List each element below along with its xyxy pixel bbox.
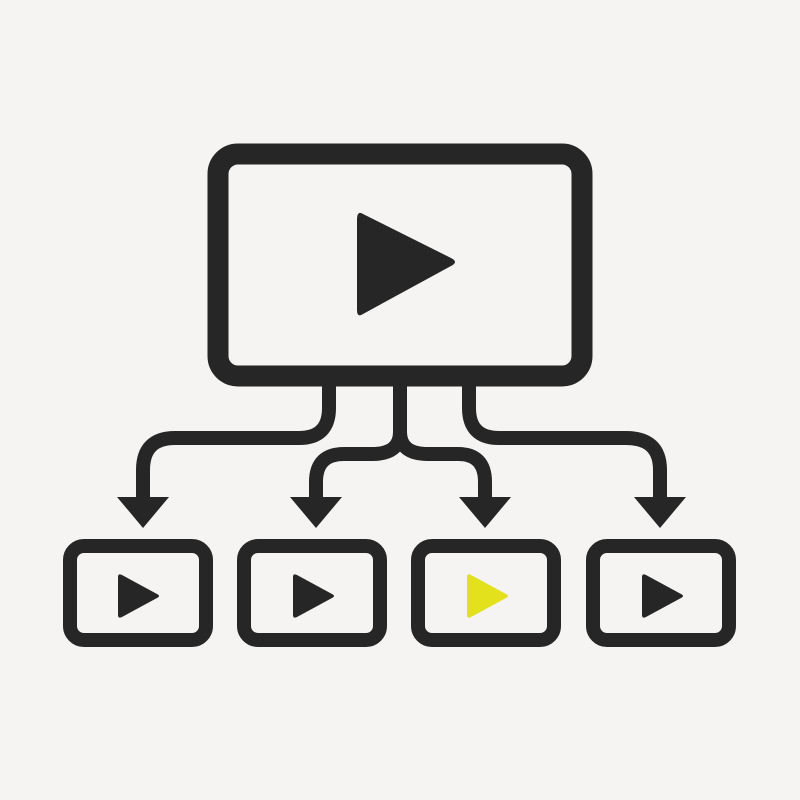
output-player-3 [411,539,561,647]
play-icon [642,574,683,618]
output-player-4 [586,539,736,647]
play-icon [118,574,159,618]
distribution-connectors [136,379,667,507]
main-play-icon [357,212,455,316]
output-screen-frame [63,539,213,647]
arrow-down-icon [117,497,169,528]
main-video-player [207,143,593,387]
connector-line-1 [136,379,336,507]
connector-line-3 [393,425,492,507]
output-player-1 [63,539,213,647]
main-screen-frame [207,143,593,387]
connector-line-4 [462,379,667,507]
connector-arrowheads [117,497,686,528]
output-screen-frame [237,539,387,647]
arrow-down-icon [290,497,342,528]
play-icon [293,574,334,618]
output-screen-frame [586,539,736,647]
output-video-players [63,539,736,647]
play-icon-highlighted [467,574,508,618]
arrow-down-icon [459,497,511,528]
output-screen-frame [411,539,561,647]
output-player-2 [237,539,387,647]
arrow-down-icon [634,497,686,528]
